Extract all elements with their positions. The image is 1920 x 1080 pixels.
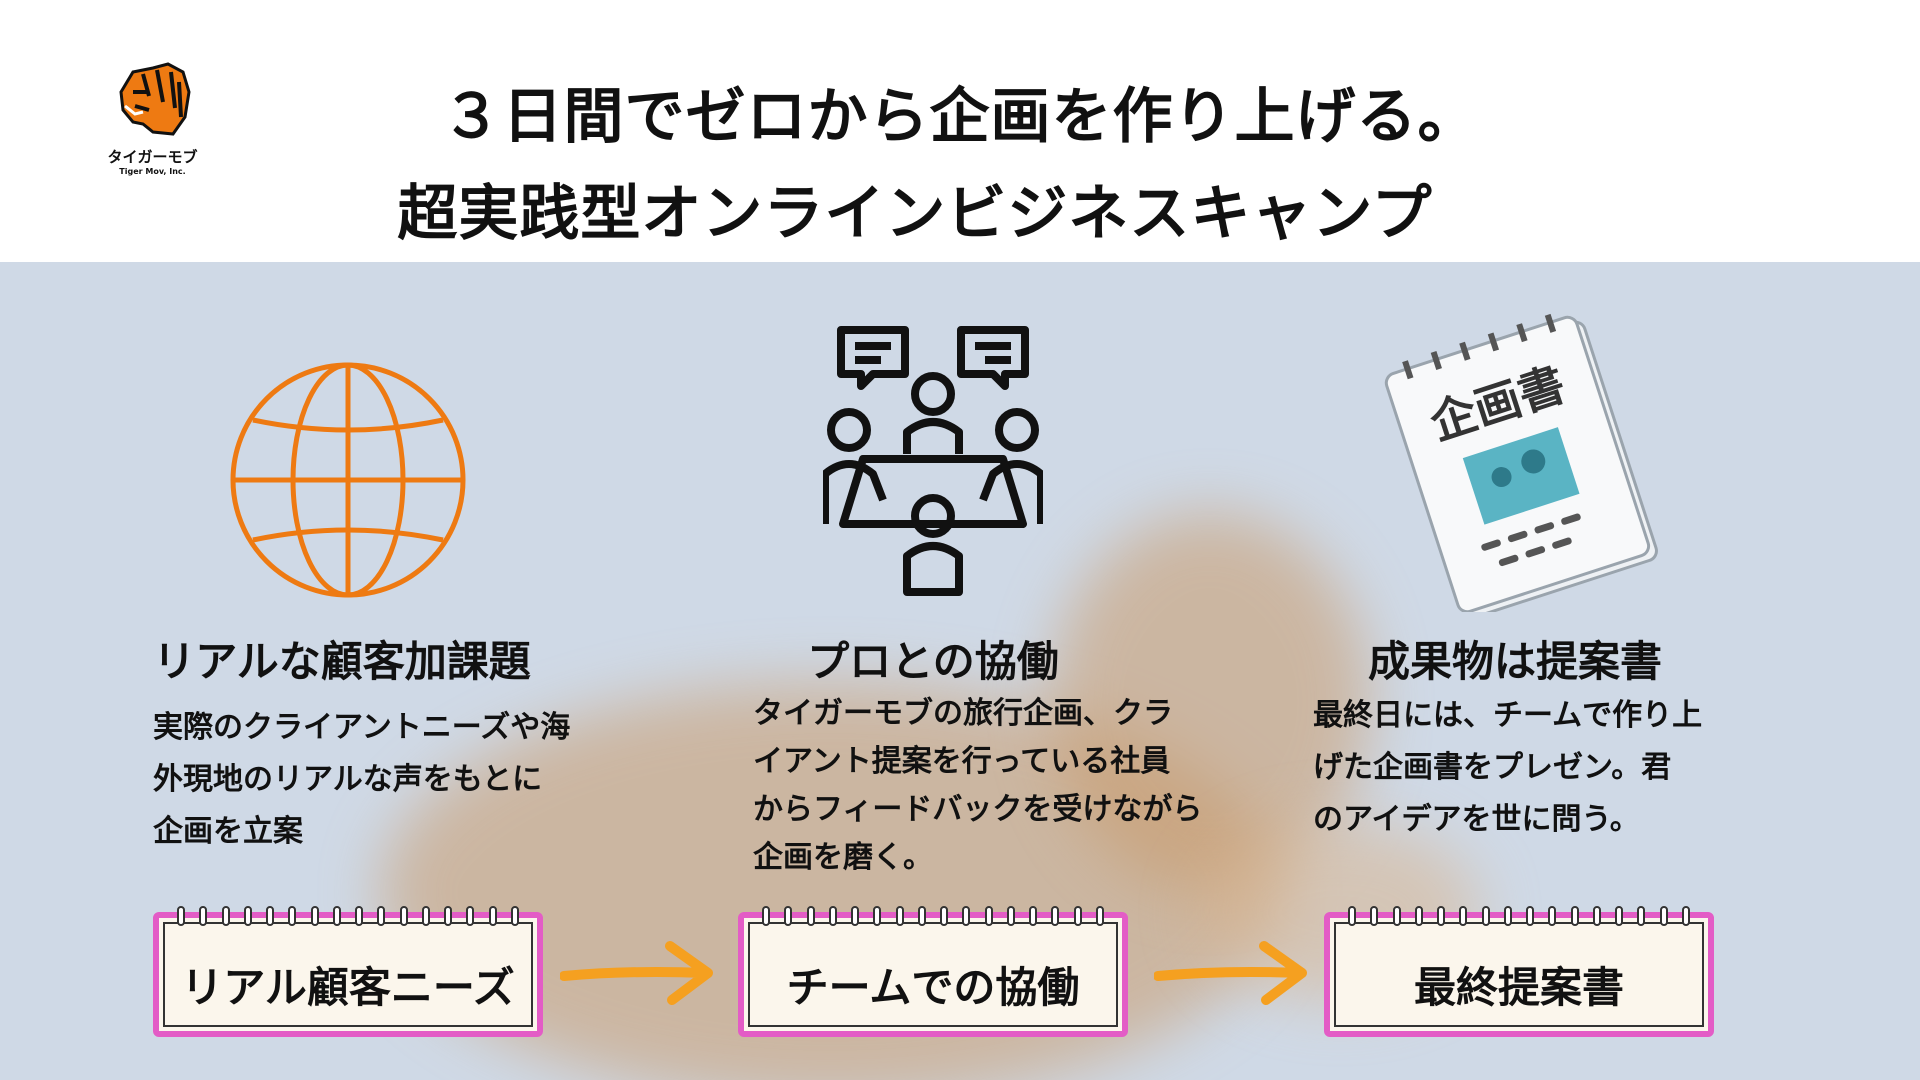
spiral-rings (1348, 906, 1690, 926)
title-line-2: 超実践型オンラインビジネスキャンプ (397, 179, 1433, 249)
body-deliverable: 最終日には、チームで作り上 げた企画書をプレゼン。君 のアイデアを世に問う。 (1313, 698, 1703, 837)
body-real-issues: 実際のクライアントニーズや海 外現地のリアルな声をもとに 企画を立案 (153, 710, 571, 849)
heading-real-issues: リアルな顧客加課題 (153, 637, 531, 686)
box-real-needs: リアル顧客ニーズ (153, 906, 543, 1037)
heading-pro-collab: プロとの協働 (807, 637, 1059, 686)
globe-icon (230, 362, 466, 598)
title-line-1: ３日間でゼロから企画を作り上げる。 (441, 82, 1479, 152)
heading-deliverable: 成果物は提案書 (1367, 637, 1662, 686)
tiger-logo-icon (118, 62, 191, 136)
logo: タイガーモブ Tiger Mov, Inc. (105, 62, 200, 176)
meeting-icon (823, 326, 1043, 596)
arrow-right-icon (1154, 941, 1307, 1005)
box-team-collab: チームでの協働 (738, 906, 1128, 1037)
box-final-proposal: 最終提案書 (1324, 906, 1714, 1037)
header: タイガーモブ Tiger Mov, Inc. ３日間でゼロから企画を作り上げる。… (0, 0, 1920, 262)
logo-name-jp: タイガーモブ (107, 148, 198, 166)
body-pro-collab: タイガーモブの旅行企画、クラ イアント提案を行っている社員 からフィードバックを… (753, 696, 1203, 875)
spiral-rings (762, 906, 1104, 926)
spiral-rings (177, 906, 519, 926)
document-icon: 企画書 (1384, 313, 1658, 612)
arrow-right-icon (560, 941, 713, 1005)
logo-name-en: Tiger Mov, Inc. (119, 167, 186, 176)
